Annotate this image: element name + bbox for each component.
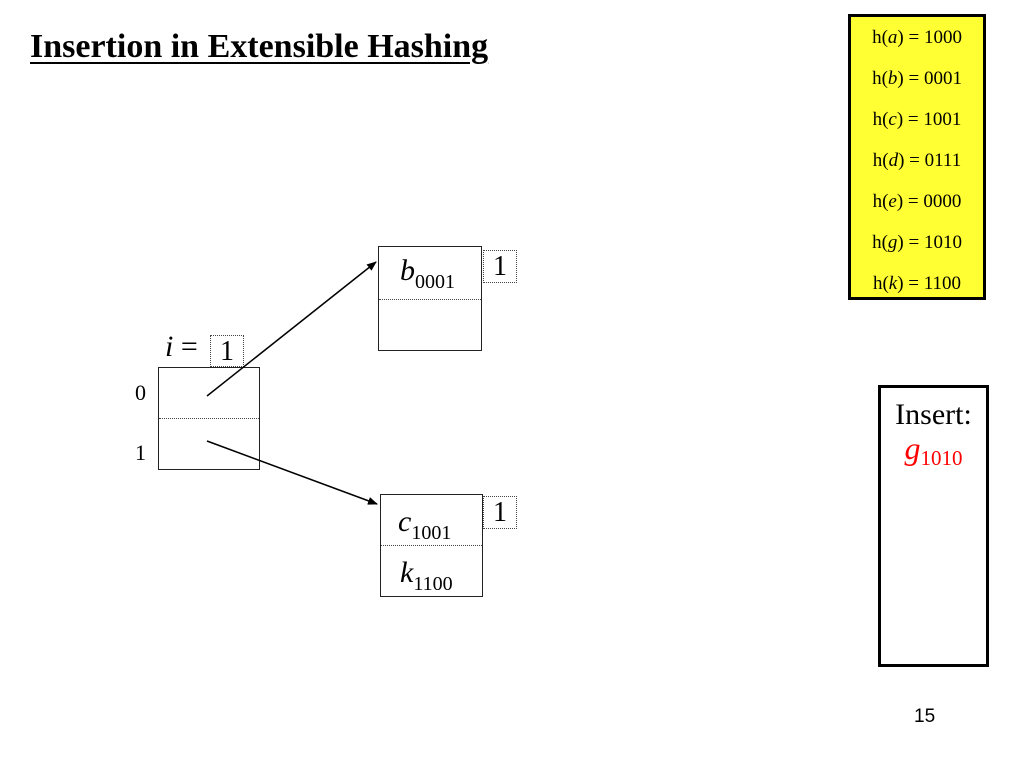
insert-key-letter: g <box>904 430 921 466</box>
arrow-entry-1-to-bucket-2 <box>206 440 378 505</box>
record-bits: 1001 <box>411 522 452 544</box>
hash-row-e: h(e) = 0000 <box>872 191 962 212</box>
hash-key: c <box>888 109 897 130</box>
record-bits: 0001 <box>415 271 455 293</box>
record-key: k <box>400 556 414 589</box>
bucket-divider <box>381 545 482 546</box>
bucket-1-record-1: b0001 <box>400 254 455 294</box>
hash-key: a <box>887 27 898 48</box>
directory-entry-1: 1 <box>135 440 146 465</box>
directory-box <box>158 367 260 470</box>
hash-value: 1000 <box>923 27 962 48</box>
record-key: b <box>400 254 415 287</box>
directory-entry-0: 0 <box>135 380 146 405</box>
hash-row-d: h(d) = 0111 <box>872 150 962 171</box>
insert-key-bits: 1010 <box>920 446 963 470</box>
hash-values-panel: h(a) = 1000 h(b) = 0001 h(c) = 1001 h(d)… <box>848 14 986 300</box>
insert-key: g1010 <box>881 430 986 471</box>
bucket-2 <box>380 494 483 597</box>
record-key: c <box>398 505 412 538</box>
record-bits: 1100 <box>413 573 453 595</box>
hash-row-b: h(b) = 0001 <box>872 68 962 89</box>
hash-value: 1001 <box>923 109 962 130</box>
bucket-divider <box>379 299 481 300</box>
global-depth-label: i = <box>165 330 198 363</box>
hash-value: 0000 <box>923 191 962 212</box>
insert-label: Insert: <box>895 398 972 431</box>
hash-value: 1010 <box>923 232 962 253</box>
hash-row-a: h(a) = 1000 <box>872 27 962 48</box>
hash-key: g <box>887 232 898 253</box>
bucket-2-local-depth: 1 <box>483 496 517 529</box>
hash-value: 0111 <box>924 150 962 171</box>
directory-divider <box>159 418 259 419</box>
hash-row-g: h(g) = 1010 <box>872 232 962 253</box>
hash-value: 0001 <box>923 68 962 89</box>
hash-value: 1100 <box>923 273 962 294</box>
bucket-1-local-depth: 1 <box>483 250 517 283</box>
hash-row-k: h(k) = 1100 <box>872 273 962 294</box>
hash-row-c: h(c) = 1001 <box>872 109 962 130</box>
bucket-1 <box>378 246 482 351</box>
global-depth-var: i <box>165 330 174 363</box>
hash-key: b <box>887 68 898 89</box>
hash-key: e <box>888 191 897 212</box>
bucket-2-record-2: k1100 <box>400 556 453 596</box>
insert-panel: Insert: g1010 <box>878 385 989 667</box>
page-title: Insertion in Extensible Hashing <box>30 28 489 65</box>
hash-key: d <box>888 150 899 171</box>
page-number: 15 <box>914 706 936 727</box>
arrow-entry-0-to-bucket-1 <box>206 261 377 397</box>
bucket-2-record-1: c1001 <box>398 505 451 545</box>
hash-key: k <box>888 273 898 294</box>
global-depth-tag: 1 <box>210 335 244 367</box>
